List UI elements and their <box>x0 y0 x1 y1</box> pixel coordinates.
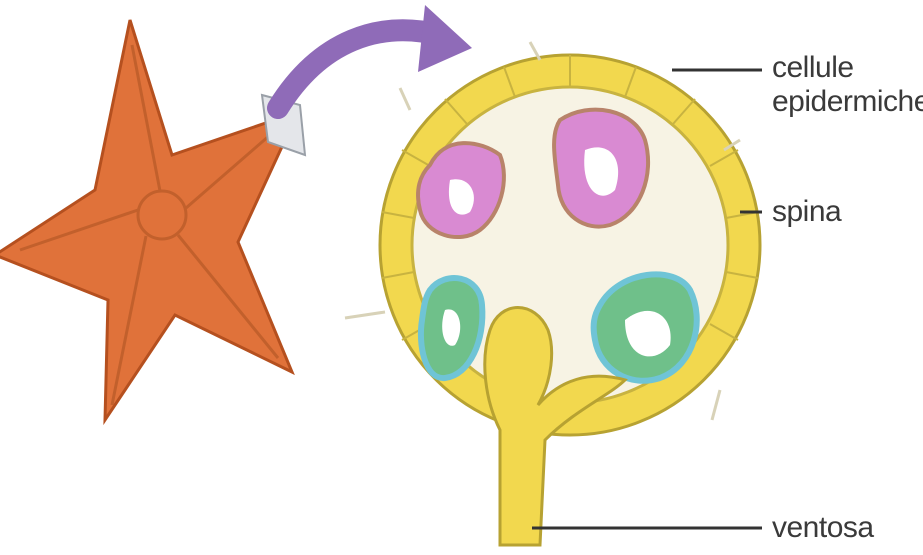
arrow <box>278 5 472 108</box>
label-epidermiche: epidermiche <box>772 86 923 118</box>
cross-section <box>345 42 760 545</box>
label-spina: spina <box>772 196 841 228</box>
label-ventosa: ventosa <box>772 512 874 544</box>
starfish <box>0 20 298 420</box>
label-cellule: cellule <box>772 52 854 84</box>
